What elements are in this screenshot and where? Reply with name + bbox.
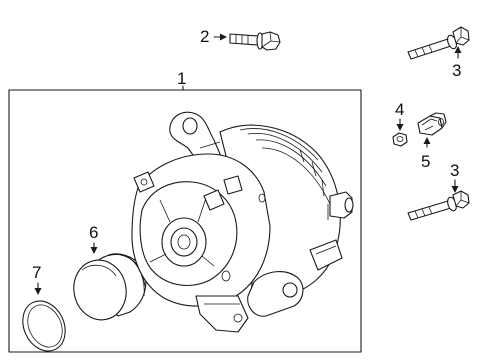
- part-1-alternator: [131, 111, 354, 333]
- part-7-cap: 7: [22, 263, 66, 352]
- part-3-bolt-top: 3: [407, 26, 470, 80]
- callout-1: 1: [177, 69, 186, 88]
- callout-7: 7: [32, 263, 41, 282]
- part-6-pulley: 6: [73, 223, 147, 321]
- callout-5: 5: [421, 152, 430, 171]
- callout-3-bottom: 3: [450, 161, 459, 180]
- callout-3-top: 3: [452, 61, 461, 80]
- part-5-sleeve: 5: [417, 112, 447, 171]
- part-4-nut: 4: [392, 100, 408, 147]
- callout-4: 4: [395, 100, 404, 119]
- part-2-bolt: 2: [200, 27, 281, 51]
- part-3-bolt-bottom: 3: [407, 161, 470, 221]
- callout-2: 2: [200, 27, 209, 46]
- assembly-frame: [8, 89, 362, 353]
- callout-6: 6: [89, 223, 98, 242]
